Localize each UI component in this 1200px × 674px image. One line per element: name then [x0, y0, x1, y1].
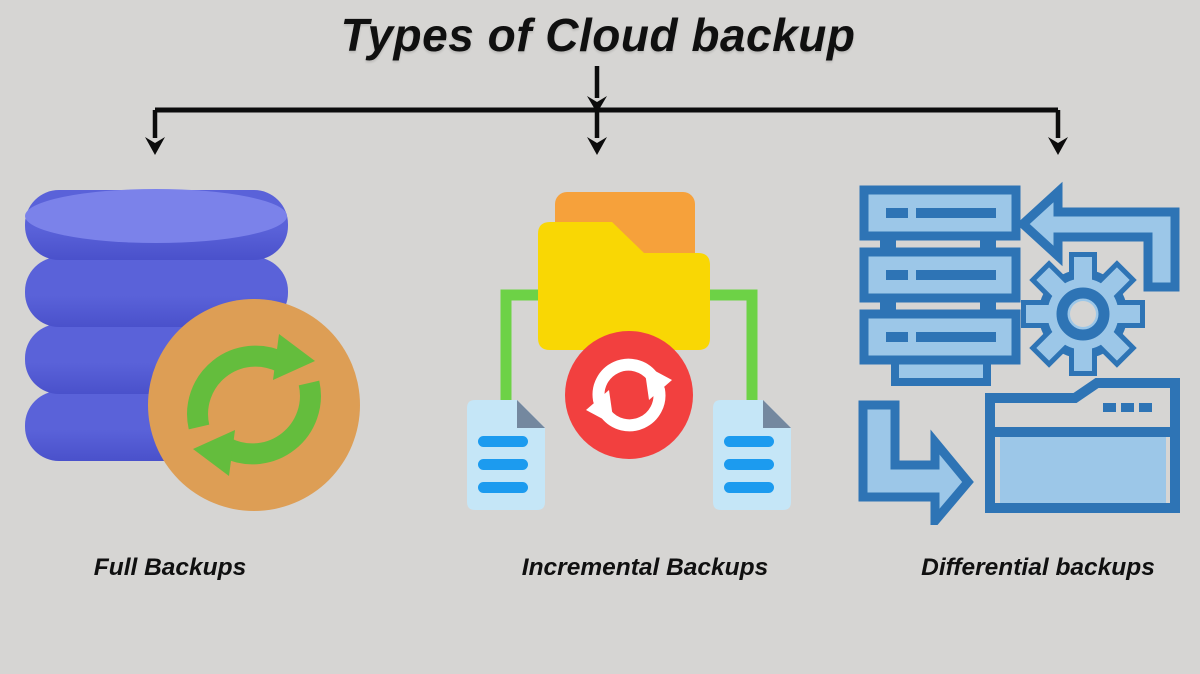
down-right-arrow-icon [858, 400, 974, 525]
arrowhead-icon [145, 137, 165, 155]
differential-backups-label: Differential backups [921, 554, 1155, 581]
full-backups-label: Full Backups [93, 554, 247, 581]
incremental-backups-label: Incremental Backups [521, 554, 769, 581]
document-icon [713, 400, 791, 510]
diagram-title: Types of Cloud backup [340, 9, 856, 61]
folder-sync-icon [467, 192, 791, 510]
sync-badge [565, 331, 693, 459]
sync-circle [148, 299, 360, 511]
sync-arrowhead-icon [273, 334, 315, 380]
arrowhead-icon [1048, 137, 1068, 155]
server-transfer-icon [858, 181, 1180, 525]
arrowhead-icon [587, 96, 607, 113]
folder-front [538, 222, 710, 350]
arrowhead-icon [587, 137, 607, 155]
sync-arrowhead-icon [193, 430, 235, 476]
database-sync-icon [25, 189, 360, 511]
backup-folder-icon [985, 378, 1180, 513]
sync-arrowhead-icon [586, 390, 614, 425]
document-icon [467, 400, 545, 510]
return-arrow-icon [1016, 181, 1180, 292]
server-stack [859, 185, 1021, 386]
sync-arrowhead-icon [644, 365, 672, 400]
gear-icon [1021, 252, 1145, 376]
